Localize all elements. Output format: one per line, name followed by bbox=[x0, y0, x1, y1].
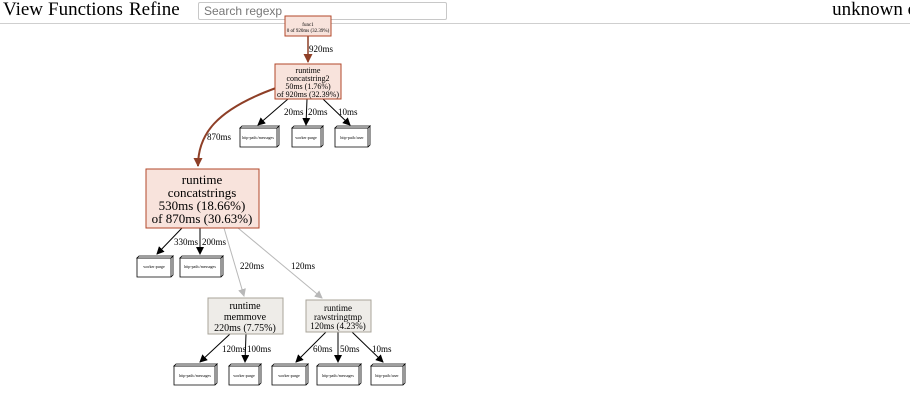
edge-label: 220ms bbox=[240, 261, 265, 271]
tag-label: http-path:/messages bbox=[242, 135, 274, 140]
edge-css-memmove[interactable] bbox=[223, 227, 246, 297]
edge-rst-user[interactable] bbox=[351, 331, 384, 363]
node-label: concatstrings bbox=[168, 185, 237, 200]
tag-boxes: http-path:/messages worker:purge http-pa… bbox=[136, 125, 406, 386]
node-label: 50ms (1.76%) bbox=[285, 82, 331, 91]
tag-box-user[interactable]: http-path:/user bbox=[370, 363, 406, 386]
node-label: 220ms (7.75%) bbox=[214, 323, 276, 334]
node-rawstringtmp[interactable]: runtime rawstringtmp 120ms (4.23%) bbox=[305, 299, 372, 333]
edge-label: 870ms bbox=[207, 132, 232, 142]
graph-edges bbox=[156, 36, 384, 363]
edge-css-purge[interactable] bbox=[156, 227, 183, 255]
node-concatstring2[interactable]: runtime concatstring2 50ms (1.76%) of 92… bbox=[274, 63, 342, 100]
edge-label: 920ms bbox=[309, 44, 334, 54]
node-label: 0 of 920ms (32.39%) bbox=[287, 29, 330, 34]
edge-label: 50ms bbox=[340, 344, 360, 354]
tag-label: worker:purge bbox=[233, 373, 255, 378]
profile-title: unknown c bbox=[832, 0, 910, 20]
tag-box-purge[interactable]: worker:purge bbox=[228, 363, 262, 386]
node-label: runtime bbox=[229, 301, 261, 312]
edge-mm-purge[interactable] bbox=[241, 333, 250, 363]
edge-cs2-purge[interactable] bbox=[302, 98, 311, 126]
edge-label: 200ms bbox=[202, 237, 227, 247]
node-label: func1 bbox=[302, 23, 314, 28]
edge-rst-purge[interactable] bbox=[295, 331, 327, 363]
node-label: concatstring2 bbox=[286, 74, 329, 83]
node-label: rawstringtmp bbox=[314, 312, 362, 322]
edge-label: 100ms bbox=[247, 344, 272, 354]
edge-label: 10ms bbox=[372, 344, 392, 354]
edge-label: 120ms bbox=[291, 261, 316, 271]
node-label: 120ms (4.23%) bbox=[310, 321, 366, 331]
tag-label: worker:purge bbox=[295, 135, 317, 140]
node-label: 530ms (18.66%) bbox=[159, 198, 246, 213]
node-concatstrings[interactable]: runtime concatstrings 530ms (18.66%) of … bbox=[145, 168, 260, 229]
tag-label: worker:purge bbox=[143, 264, 165, 269]
view-menu[interactable]: View bbox=[3, 0, 44, 20]
node-label: runtime bbox=[296, 66, 321, 75]
edge-labels: 920ms 870ms 20ms 20ms 10ms 330ms 200ms 2… bbox=[174, 44, 392, 354]
tag-box-user[interactable]: http-path:/user bbox=[334, 125, 371, 148]
node-func1[interactable]: func1 0 of 920ms (32.39%) bbox=[284, 15, 332, 37]
node-label: memmove bbox=[224, 312, 267, 323]
edge-label: 10ms bbox=[338, 107, 358, 117]
edge-css-rawstringtmp[interactable] bbox=[237, 227, 323, 299]
edge-label: 120ms bbox=[222, 344, 247, 354]
edge-label: 20ms bbox=[308, 107, 328, 117]
tag-label: http-path:/messages bbox=[184, 264, 216, 269]
edge-mm-messages[interactable] bbox=[199, 333, 231, 363]
refine-menu[interactable]: Refine bbox=[129, 0, 180, 20]
tag-box-messages[interactable]: http-path:/messages bbox=[316, 363, 362, 386]
tag-box-purge[interactable]: worker:purge bbox=[291, 125, 324, 148]
tag-label: worker:purge bbox=[278, 373, 300, 378]
edge-label: 60ms bbox=[313, 344, 333, 354]
tag-box-purge[interactable]: worker:purge bbox=[271, 363, 309, 386]
node-memmove[interactable]: runtime memmove 220ms (7.75%) bbox=[207, 297, 284, 335]
tag-label: http-path:/messages bbox=[322, 373, 354, 378]
edge-cs2-user[interactable] bbox=[322, 98, 351, 126]
tag-label: http-path:/user bbox=[340, 135, 364, 140]
node-label: of 870ms (30.63%) bbox=[152, 211, 253, 226]
edge-label: 20ms bbox=[284, 107, 304, 117]
tag-box-messages[interactable]: http-path:/messages bbox=[179, 255, 224, 278]
tag-label: http-path:/user bbox=[375, 373, 399, 378]
edge-label: 330ms bbox=[174, 237, 199, 247]
tag-box-messages[interactable]: http-path:/messages bbox=[239, 125, 280, 148]
node-label: runtime bbox=[324, 303, 352, 313]
tag-box-messages[interactable]: http-path:/messages bbox=[173, 363, 218, 386]
node-label: runtime bbox=[182, 172, 223, 187]
edge-concatstring2-concatstrings[interactable] bbox=[193, 87, 277, 167]
edge-cs2-messages[interactable] bbox=[257, 98, 289, 126]
functions-menu[interactable]: Functions bbox=[48, 0, 123, 20]
tag-box-purge[interactable]: worker:purge bbox=[136, 255, 174, 278]
node-label: of 920ms (32.39%) bbox=[277, 90, 339, 99]
tag-label: http-path:/messages bbox=[179, 373, 211, 378]
